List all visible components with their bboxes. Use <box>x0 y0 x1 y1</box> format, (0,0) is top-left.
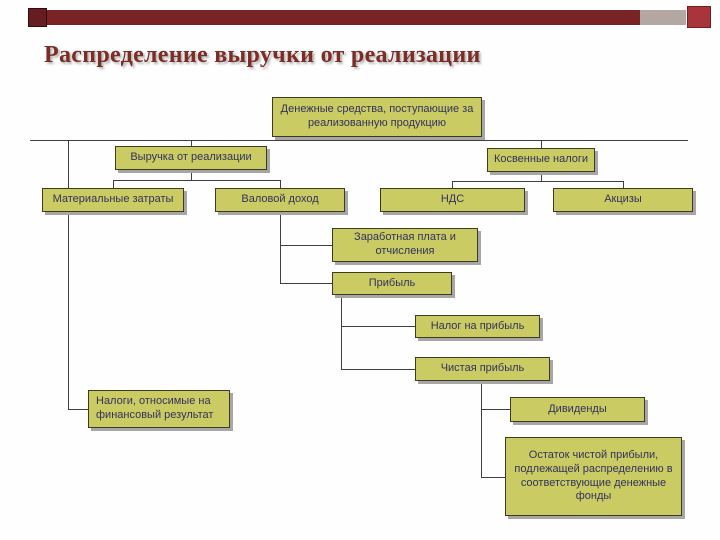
node-excise: Акцизы <box>553 188 693 212</box>
connector-line <box>191 170 192 180</box>
node-net-profit: Чистая прибыль <box>415 357 550 381</box>
node-profit-tax: Налог на прибыль <box>415 315 540 338</box>
connector-line <box>280 283 332 284</box>
connector-line <box>541 172 542 181</box>
connector-line <box>541 140 542 148</box>
node-retained-remainder: Остаток чистой прибыли, подлежащей распр… <box>505 437 682 516</box>
node-cash-received: Денежные средства, поступающие за реализ… <box>272 97 482 137</box>
slide-title: Распределение выручки от реализации <box>44 42 481 68</box>
node-financial-result-taxes: Налоги, относимые на финансовый результа… <box>88 390 230 428</box>
connector-line <box>481 381 482 477</box>
connector-line <box>341 369 415 370</box>
header-left-square <box>28 8 47 27</box>
connector-line <box>341 326 415 327</box>
header-right-square <box>687 6 711 28</box>
connector-line <box>377 137 378 140</box>
connector-line <box>280 180 281 188</box>
header-tan-segment <box>640 10 686 25</box>
connector-line <box>452 181 623 182</box>
connector-line <box>30 140 688 141</box>
connector-line <box>191 140 192 146</box>
node-gross-income: Валовой доход <box>215 188 345 212</box>
connector-line <box>280 212 281 284</box>
node-dividends: Дивиденды <box>510 397 645 422</box>
node-material-costs: Материальные затраты <box>42 188 184 212</box>
connector-line <box>623 181 624 188</box>
connector-line <box>341 295 342 369</box>
node-sales-revenue: Выручка от реализации <box>115 146 267 170</box>
connector-line <box>113 180 280 181</box>
node-indirect-taxes: Косвенные налоги <box>487 148 595 172</box>
connector-line <box>280 245 332 246</box>
header-bar <box>28 10 640 25</box>
node-vat: НДС <box>380 188 525 212</box>
connector-line <box>481 409 510 410</box>
connector-line <box>481 477 505 478</box>
connector-line <box>68 140 69 409</box>
node-profit: Прибыль <box>332 272 452 295</box>
connector-line <box>452 181 453 188</box>
connector-line <box>113 180 114 188</box>
node-wages: Заработная плата и отчисления <box>332 228 478 262</box>
connector-line <box>68 409 88 410</box>
